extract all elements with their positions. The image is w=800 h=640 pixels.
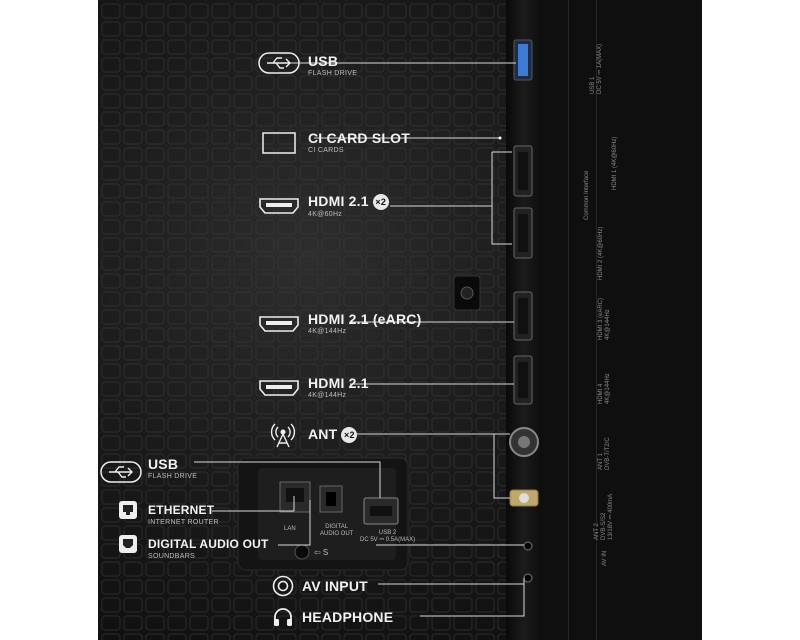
count-badge: ×2 (341, 427, 358, 443)
ethernet-icon (119, 501, 137, 519)
usb-port-2 (363, 497, 399, 525)
label-usb-bottom: USB FLASH DRIVE (148, 456, 197, 481)
label-usb-top: USB FLASH DRIVE (308, 53, 357, 78)
lan-print: LAN (284, 526, 296, 532)
digital-audio-sub: SOUNDBARS (148, 553, 196, 560)
usb-sub: FLASH DRIVE (308, 70, 358, 77)
hdmi-icon (259, 316, 299, 332)
av-input-icon (272, 575, 294, 597)
hdmi-port-4 (513, 355, 533, 405)
usb-icon (100, 461, 142, 483)
usb-bottom-title: USB (148, 456, 179, 472)
label-hdmi-x2: HDMI 2.1×2 4K@60Hz (308, 193, 389, 219)
av-in-print: AV IN (602, 550, 608, 566)
label-digital-audio: DIGITAL AUDIO OUT SOUNDBARS (148, 536, 269, 561)
label-hdmi-144: HDMI 2.1 4K@144Hz (308, 375, 369, 400)
label-hdmi-earc: HDMI 2.1 (eARC) 4K@144Hz (308, 311, 421, 336)
label-headphone: HEADPHONE (302, 609, 393, 625)
hdmi-x2-sub: 4K@60Hz (308, 211, 343, 218)
usb-bottom-sub: FLASH DRIVE (148, 473, 198, 480)
hdmi-icon (259, 380, 299, 396)
optical-audio-icon (119, 535, 137, 553)
antenna-icon (270, 423, 296, 448)
s-mark: ⇦ S (314, 548, 329, 557)
av-port (523, 541, 533, 551)
ethernet-title: ETHERNET (148, 503, 215, 517)
hdmi1-print: HDMI 1 (4K@60Hz) (612, 136, 618, 190)
hdmi-x2-title: HDMI 2.1 (308, 193, 369, 209)
leader-lines (194, 62, 525, 617)
hdmi-earc-title: HDMI 2.1 (eARC) (308, 311, 422, 327)
hdmi2-print: HDMI 2 (4K@60Hz) (598, 226, 604, 280)
antenna-port-2 (509, 489, 539, 507)
ci-sub: CI CARDS (308, 147, 344, 154)
side-column (194, 0, 702, 640)
ci-title: CI CARD SLOT (308, 130, 410, 146)
hdmi-earc-sub: 4K@144Hz (308, 328, 347, 335)
usb-port-1 (513, 39, 533, 81)
hdmi-144-title: HDMI 2.1 (308, 375, 369, 391)
optical-port (319, 485, 343, 513)
label-ant: ANT×2 (308, 426, 358, 443)
lan-port (279, 481, 311, 513)
ant-title: ANT (308, 426, 338, 442)
label-av-input: AV INPUT (302, 578, 368, 594)
label-ci-slot: CI CARD SLOT CI CARDS (308, 130, 410, 155)
digital-audio-title: DIGITAL AUDIO OUT (148, 537, 269, 551)
ci-card-icon (262, 132, 296, 154)
ethernet-sub: INTERNET ROUTER (148, 519, 219, 526)
common-interface-print: Common Interface (584, 170, 590, 220)
headphone-port (523, 573, 533, 583)
hdmi-icon (259, 198, 299, 214)
usb-title: USB (308, 53, 339, 69)
label-ethernet: ETHERNET INTERNET ROUTER (148, 502, 219, 527)
hdmi-port-1 (513, 145, 533, 197)
count-badge: ×2 (372, 194, 389, 210)
hdmi-port-3 (513, 291, 533, 341)
hdmi-144-sub: 4K@144Hz (308, 392, 347, 399)
av-input-title: AV INPUT (302, 578, 368, 594)
hdmi-port-2 (513, 207, 533, 259)
antenna-port-1 (509, 427, 539, 457)
usb-icon (258, 52, 300, 74)
headphone-title: HEADPHONE (302, 609, 394, 625)
hdmi3-print: HDMI 3 (eARC)4K@144Hz (598, 297, 611, 340)
headphone-icon (274, 608, 292, 626)
